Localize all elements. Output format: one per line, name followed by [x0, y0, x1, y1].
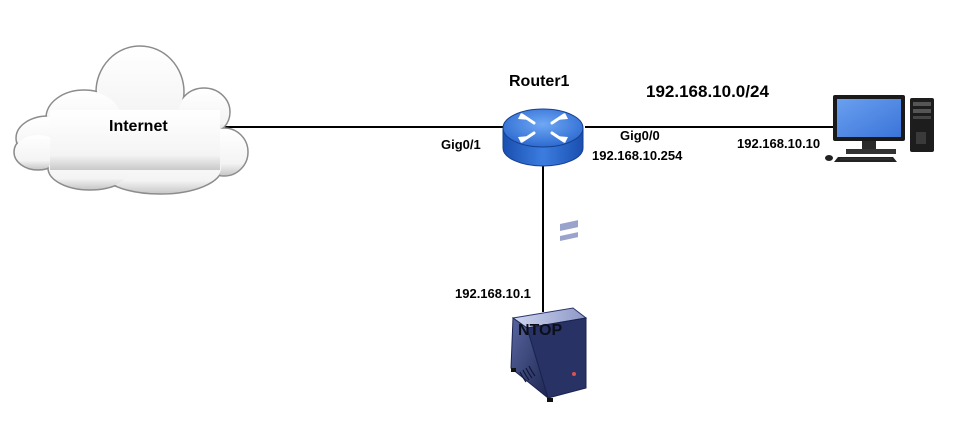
cloud-icon	[13, 45, 249, 195]
router-icon	[502, 108, 584, 167]
router-wan-interface-label: Gig0/1	[441, 137, 481, 152]
router-lan-interface-label: Gig0/0	[620, 128, 660, 143]
pc-ip-label: 192.168.10.10	[737, 136, 821, 151]
server-icon	[510, 220, 588, 402]
router-lan-ip-label: 192.168.10.254	[592, 148, 683, 163]
server-ip-label: 192.168.10.1	[455, 286, 531, 301]
lan-subnet-label: 192.168.10.0/24	[646, 82, 769, 101]
server-label: NTOP	[518, 322, 563, 339]
internet-label: Internet	[109, 118, 168, 135]
router-label: Router1	[509, 73, 570, 90]
pc-icon	[825, 95, 934, 162]
